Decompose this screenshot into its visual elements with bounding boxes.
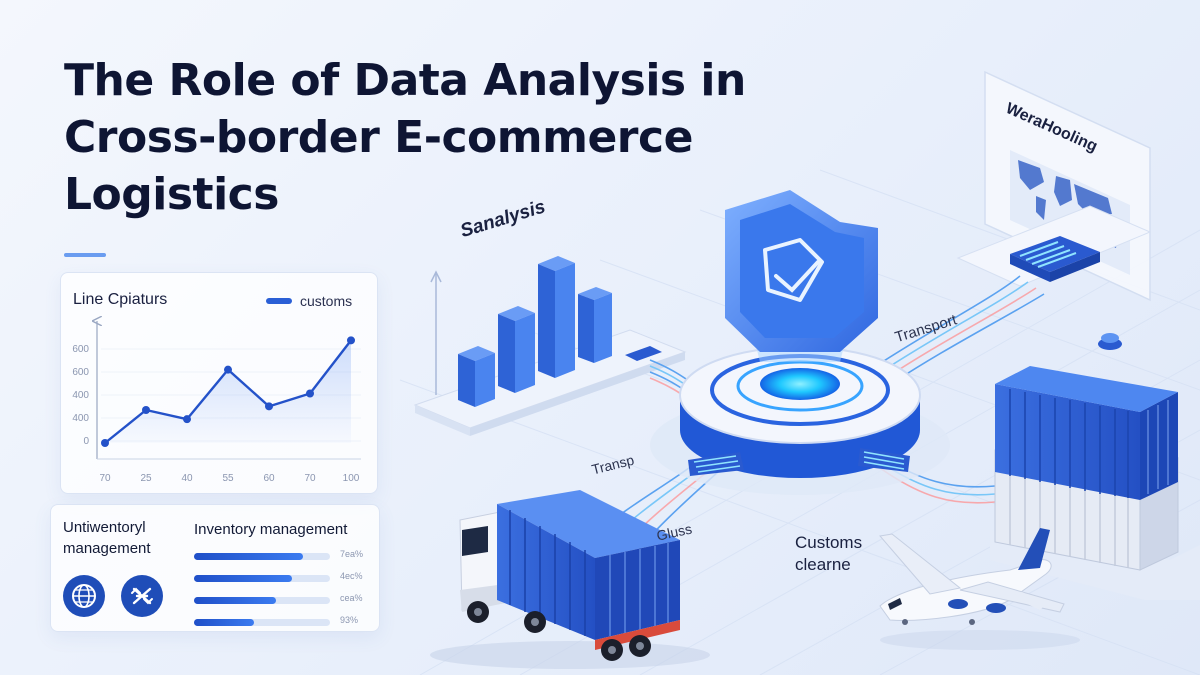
y-tick-label: 400 [72,390,89,401]
network-router [956,205,1152,350]
bar-track [194,597,330,604]
data-point [101,439,109,447]
shield-icon [725,190,878,362]
chart-title: Line Cpiaturs [73,291,168,308]
analysis-bar [458,346,495,407]
routing-icon[interactable] [121,575,163,617]
analysis-bar [578,287,612,363]
analysis-platform [413,256,687,436]
chart-area-fill [105,340,351,443]
bar-value: 4ec% [340,571,363,581]
x-tick-label: 70 [304,473,316,484]
inventory-bar: 7ea% [194,549,374,563]
shipping-container-stack [990,366,1200,600]
bar-fill [194,619,254,626]
data-point [306,389,314,398]
title-underline [64,253,106,257]
inventory-bar: 93% [194,615,374,629]
analysis-bar [538,256,575,378]
customs-label: Customs clearne [795,533,863,574]
inventory-title: Inventory management [194,521,348,538]
legend-label: customs [300,293,353,309]
bar-track [194,619,330,626]
analysis-bar [498,306,535,393]
airplane-icon [879,528,1080,650]
truck-icon [430,490,710,669]
data-point [347,336,355,345]
inventory-bar: cea% [194,593,374,607]
legend-swatch [266,298,292,304]
central-hub [650,346,950,495]
bar-track [194,575,330,582]
bar-track [194,553,330,560]
x-tick-label: 55 [222,473,234,484]
bar-fill [194,575,292,582]
inventory-panel: Untiwentoryl management Inventory manage… [50,504,380,632]
page-title: The Role of Data Analysis in Cross-borde… [64,55,746,220]
data-point [265,402,273,411]
line-chart-panel: Line Cpiaturs customs 600 600 400 400 0 70 25… [60,272,378,494]
data-point [142,406,150,414]
globe-icon[interactable] [63,575,105,617]
data-point [224,365,232,374]
inventory-left-label: Untiwentoryl management [63,519,151,557]
bar-fill [194,597,276,604]
inventory-bar: 4ec% [194,571,374,585]
x-tick-label: 25 [140,473,152,484]
connector-plug [625,346,662,361]
y-tick-label: 600 [72,367,89,378]
x-tick-label: 70 [99,473,111,484]
y-tick-label: 600 [72,344,89,355]
chart-legend: customs [266,293,352,309]
bar-value: 7ea% [340,549,364,559]
bar-value: 93% [340,615,359,625]
y-tick-label: 0 [83,436,89,447]
bar-fill [194,553,303,560]
bar-value: cea% [340,593,363,603]
x-tick-label: 60 [263,473,275,484]
data-point [183,415,191,424]
line-chart: 600 600 400 400 0 70 25 40 55 60 70 100 [72,273,361,484]
x-tick-label: 40 [181,473,193,484]
y-tick-label: 400 [72,413,89,424]
x-tick-label: 100 [343,473,360,484]
